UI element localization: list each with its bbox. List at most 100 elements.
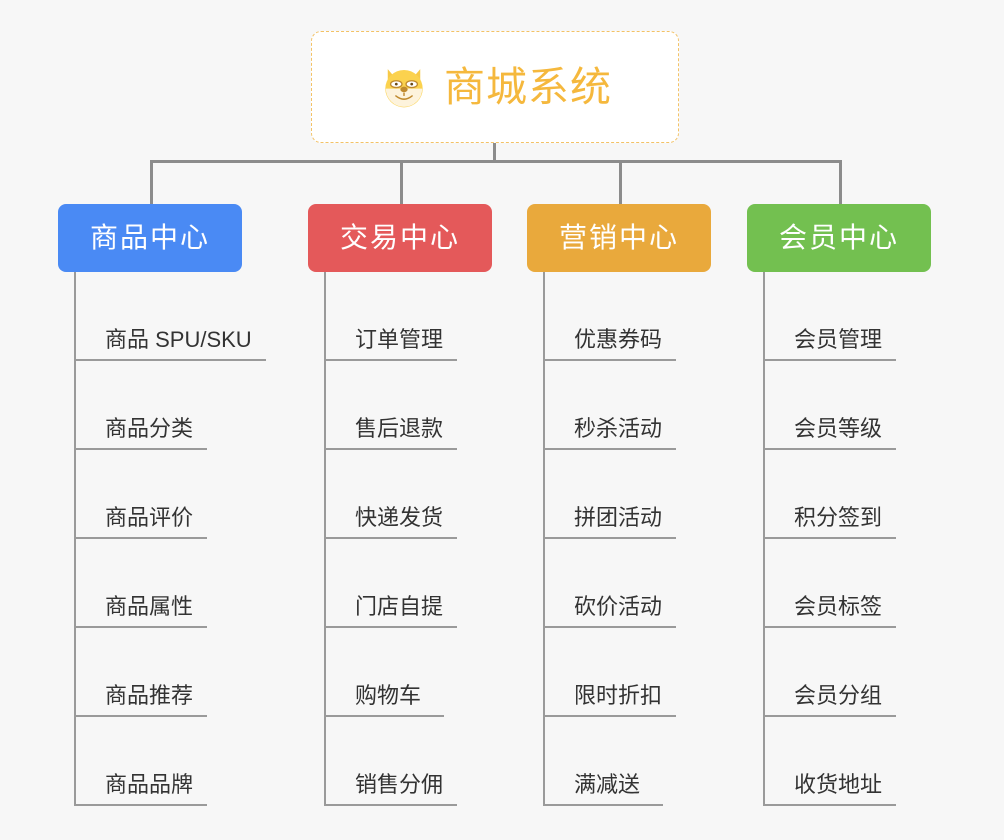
list-item-rule [74, 448, 208, 450]
list-item[interactable]: 快递发货 [308, 450, 492, 539]
column-member-center: 会员中心 会员管理 会员等级 积分签到 会员标签 会员分组 [747, 204, 931, 806]
column-spine [324, 272, 326, 806]
list-item[interactable]: 满减送 [527, 717, 711, 806]
category-label: 商品中心 [89, 222, 210, 253]
list-item-label: 订单管理 [355, 327, 444, 352]
column-spine [74, 272, 76, 806]
list-item[interactable]: 秒杀活动 [527, 361, 711, 450]
item-list: 会员管理 会员等级 积分签到 会员标签 会员分组 收货地址 [747, 272, 931, 806]
list-item[interactable]: 商品推荐 [58, 628, 242, 717]
list-item-rule [74, 359, 266, 361]
category-box-trade-center[interactable]: 交易中心 [308, 204, 492, 272]
list-item[interactable]: 砍价活动 [527, 539, 711, 628]
list-item-label: 销售分佣 [355, 772, 444, 797]
list-item-label: 售后退款 [355, 416, 444, 441]
list-item-rule [324, 359, 458, 361]
list-item-rule [543, 448, 677, 450]
list-item[interactable]: 拼团活动 [527, 450, 711, 539]
list-item-label: 商品分类 [105, 416, 194, 441]
list-item[interactable]: 会员分组 [747, 628, 931, 717]
list-item[interactable]: 销售分佣 [308, 717, 492, 806]
connector-drop-3 [619, 160, 622, 206]
list-item-label: 会员等级 [794, 416, 883, 441]
list-item[interactable]: 购物车 [308, 628, 492, 717]
list-item-rule [324, 626, 458, 628]
list-item-rule [763, 359, 897, 361]
list-item-label: 商品品牌 [105, 772, 194, 797]
list-item-rule [543, 626, 677, 628]
list-item-label: 商品 SPU/SKU [105, 327, 252, 352]
list-item-label: 快递发货 [355, 505, 444, 530]
list-item-rule [763, 804, 897, 806]
list-item-label: 优惠券码 [574, 327, 663, 352]
category-box-marketing-center[interactable]: 营销中心 [527, 204, 711, 272]
list-item-rule [324, 715, 444, 717]
connector-horizontal-bus [150, 160, 840, 163]
category-box-product-center[interactable]: 商品中心 [58, 204, 242, 272]
list-item-label: 商品评价 [105, 505, 194, 530]
root-title: 商城系统 [444, 63, 612, 110]
connector-drop-4 [839, 160, 842, 206]
list-item[interactable]: 收货地址 [747, 717, 931, 806]
list-item-rule [324, 804, 458, 806]
list-item-rule [763, 448, 897, 450]
category-label: 交易中心 [339, 222, 460, 253]
item-list: 商品 SPU/SKU 商品分类 商品评价 商品属性 商品推荐 商品品牌 [58, 272, 266, 806]
list-item-rule [74, 804, 208, 806]
item-list: 订单管理 售后退款 快递发货 门店自提 购物车 销售分佣 [308, 272, 492, 806]
list-item-rule [543, 359, 677, 361]
dog-face-icon [385, 69, 423, 108]
column-product-center: 商品中心 商品 SPU/SKU 商品分类 商品评价 商品属性 商品推荐 [58, 204, 266, 806]
connector-drop-2 [400, 160, 403, 206]
column-spine [763, 272, 765, 806]
list-item-label: 购物车 [355, 683, 422, 708]
list-item[interactable]: 会员管理 [747, 272, 931, 361]
list-item-label: 限时折扣 [574, 683, 663, 708]
list-item-rule [74, 715, 208, 717]
list-item-label: 收货地址 [794, 772, 883, 797]
list-item-rule [543, 804, 663, 806]
list-item-label: 会员标签 [794, 594, 883, 619]
root-node[interactable]: 商城系统 [311, 31, 679, 143]
connector-root-stem [493, 143, 496, 162]
list-item-label: 满减送 [574, 772, 641, 797]
list-item[interactable]: 售后退款 [308, 361, 492, 450]
list-item-label: 商品属性 [105, 594, 194, 619]
column-marketing-center: 营销中心 优惠券码 秒杀活动 拼团活动 砍价活动 限时折扣 [527, 204, 711, 806]
list-item[interactable]: 商品 SPU/SKU [58, 272, 266, 361]
list-item-rule [324, 537, 458, 539]
list-item[interactable]: 商品评价 [58, 450, 242, 539]
list-item-rule [74, 537, 208, 539]
list-item[interactable]: 门店自提 [308, 539, 492, 628]
list-item[interactable]: 订单管理 [308, 272, 492, 361]
column-trade-center: 交易中心 订单管理 售后退款 快递发货 门店自提 购物车 [308, 204, 492, 806]
list-item-label: 商品推荐 [105, 683, 194, 708]
list-item-rule [74, 626, 208, 628]
list-item-label: 积分签到 [794, 505, 883, 530]
list-item[interactable]: 商品品牌 [58, 717, 242, 806]
item-list: 优惠券码 秒杀活动 拼团活动 砍价活动 限时折扣 满减送 [527, 272, 711, 806]
list-item-label: 会员管理 [794, 327, 883, 352]
list-item-rule [324, 448, 458, 450]
list-item-label: 会员分组 [794, 683, 883, 708]
list-item[interactable]: 商品分类 [58, 361, 242, 450]
category-box-member-center[interactable]: 会员中心 [747, 204, 931, 272]
list-item-rule [543, 715, 677, 717]
list-item[interactable]: 商品属性 [58, 539, 242, 628]
list-item[interactable]: 积分签到 [747, 450, 931, 539]
list-item-rule [763, 537, 897, 539]
list-item[interactable]: 限时折扣 [527, 628, 711, 717]
list-item[interactable]: 会员标签 [747, 539, 931, 628]
list-item-label: 秒杀活动 [574, 416, 663, 441]
list-item-label: 拼团活动 [574, 505, 663, 530]
category-label: 会员中心 [778, 222, 899, 253]
list-item-label: 砍价活动 [574, 594, 663, 619]
list-item[interactable]: 会员等级 [747, 361, 931, 450]
list-item-label: 门店自提 [355, 594, 444, 619]
list-item[interactable]: 优惠券码 [527, 272, 711, 361]
connector-drop-1 [150, 160, 153, 206]
category-label: 营销中心 [558, 222, 679, 253]
list-item-rule [763, 715, 897, 717]
list-item-rule [763, 626, 897, 628]
